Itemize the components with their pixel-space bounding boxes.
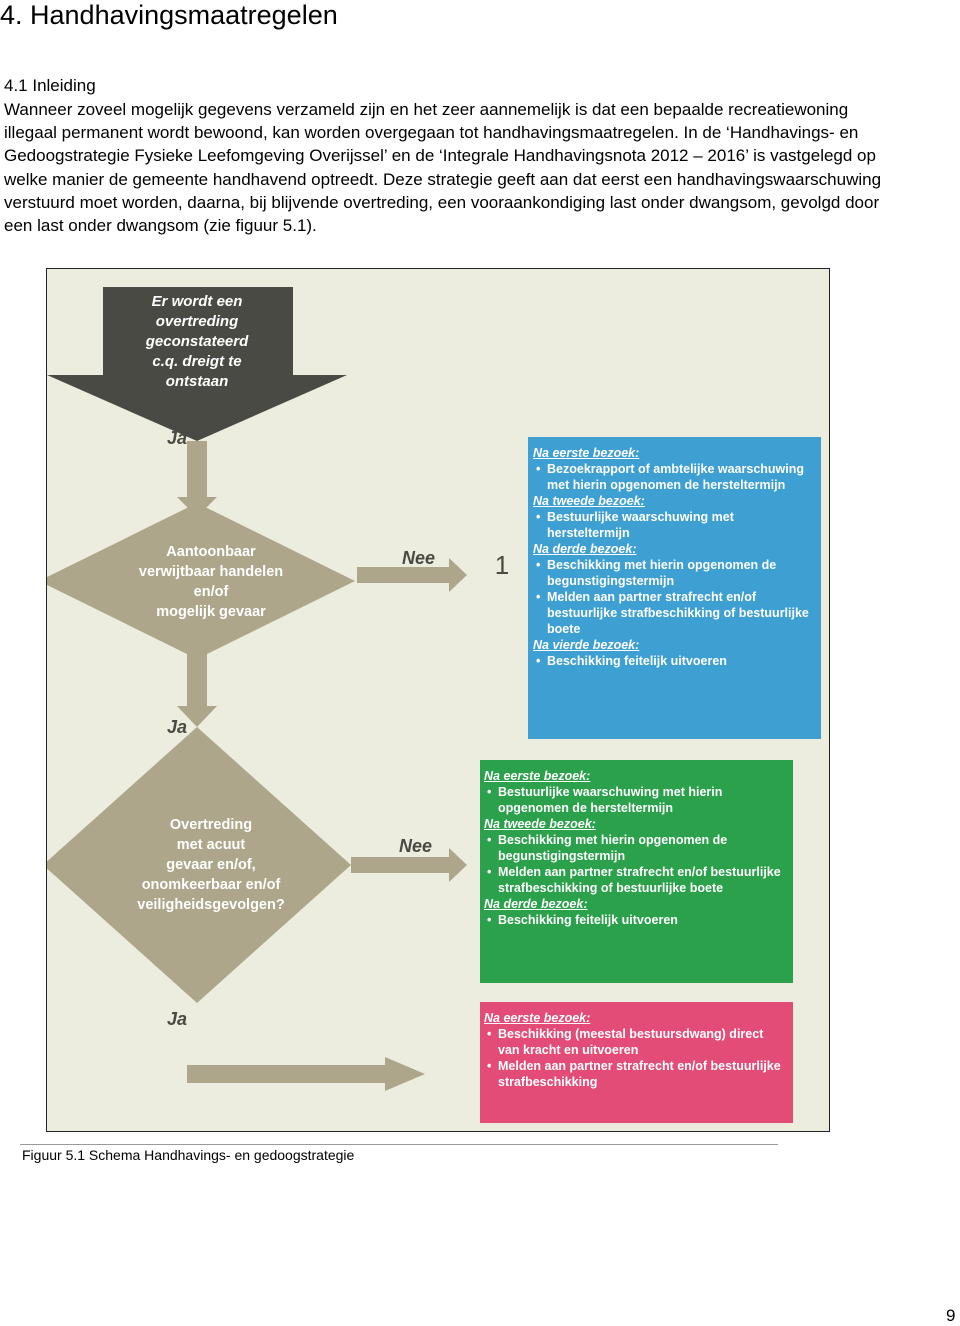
caption-divider xyxy=(20,1144,778,1145)
action-list: Beschikking (meestal bestuursdwang) dire… xyxy=(484,1026,785,1090)
visit-heading: Na tweede bezoek: xyxy=(533,494,645,508)
action-item: Beschikking feitelijk uitvoeren xyxy=(536,653,813,669)
start-line: Er wordt een xyxy=(152,293,243,310)
track1-step: Na derde bezoek: Beschikking met hierin … xyxy=(533,541,813,637)
page-heading: 4. Handhavingsmaatregelen xyxy=(0,0,338,30)
question2-line: veiligheidsgevolgen? xyxy=(137,897,285,913)
action-list: Bestuurlijke waarschuwing met herstelter… xyxy=(533,509,813,541)
action-item: Beschikking met hierin opgenomen de begu… xyxy=(487,832,785,864)
track3-box: Na eerste bezoek: Beschikking (meestal b… xyxy=(480,1002,793,1123)
visit-heading: Na derde bezoek: xyxy=(484,897,588,911)
figure-caption: Figuur 5.1 Schema Handhavings- en gedoog… xyxy=(22,1147,355,1163)
action-list: Bestuurlijke waarschuwing met hierin opg… xyxy=(484,784,785,816)
track3-step: Na eerste bezoek: Beschikking (meestal b… xyxy=(484,1010,785,1090)
action-item: Melden aan partner strafrecht en/of best… xyxy=(536,589,813,637)
question1-line: verwijtbaar handelen xyxy=(139,564,283,580)
nee-label: Nee xyxy=(402,548,435,568)
flowchart-figure: Er wordt een overtreding geconstateerd c… xyxy=(46,268,830,1132)
visit-heading: Na eerste bezoek: xyxy=(484,1011,591,1025)
start-text: Er wordt een overtreding geconstateerd c… xyxy=(145,293,249,390)
question2-text: Overtreding met acuut gevaar en/of, onom… xyxy=(137,817,285,913)
start-line: c.q. dreigt te xyxy=(152,353,241,370)
track1-box: Na eerste bezoek: Bezoekrapport of ambte… xyxy=(528,437,821,739)
question1-text: Aantoonbaar verwijtbaar handelen en/of m… xyxy=(139,544,283,620)
action-list: Beschikking feitelijk uitvoeren xyxy=(484,912,785,928)
action-item: Melden aan partner strafrecht en/of best… xyxy=(487,864,785,896)
track2-step: Na derde bezoek: Beschikking feitelijk u… xyxy=(484,896,785,928)
track2-step: Na tweede bezoek: Beschikking met hierin… xyxy=(484,816,785,896)
action-list: Bezoekrapport of ambtelijke waarschuwing… xyxy=(533,461,813,493)
action-item: Beschikking (meestal bestuursdwang) dire… xyxy=(487,1026,785,1058)
track-number-1: 1 xyxy=(495,550,509,580)
nee-label: Nee xyxy=(399,836,432,856)
visit-heading: Na tweede bezoek: xyxy=(484,817,596,831)
action-item: Bestuurlijke waarschuwing met hierin opg… xyxy=(487,784,785,816)
question2-line: met acuut xyxy=(177,837,246,853)
question2-line: gevaar en/of, xyxy=(166,857,255,873)
action-list: Beschikking met hierin opgenomen de begu… xyxy=(533,557,813,637)
question1-line: en/of xyxy=(194,584,229,600)
question2-diamond xyxy=(47,727,351,1003)
visit-heading: Na derde bezoek: xyxy=(533,542,637,556)
flowchart-diagram: Er wordt een overtreding geconstateerd c… xyxy=(47,287,509,1091)
action-item: Bestuurlijke waarschuwing met herstelter… xyxy=(536,509,813,541)
action-item: Melden aan partner strafrecht en/of best… xyxy=(487,1058,785,1090)
track2-box: Na eerste bezoek: Bestuurlijke waarschuw… xyxy=(480,760,793,983)
action-list: Beschikking met hierin opgenomen de begu… xyxy=(484,832,785,896)
intro-paragraph: Wanneer zoveel mogelijk gegevens verzame… xyxy=(4,100,882,236)
question2-line: Overtreding xyxy=(170,817,252,833)
ja-label: Ja xyxy=(167,717,187,737)
action-item: Bezoekrapport of ambtelijke waarschuwing… xyxy=(536,461,813,493)
start-arrow-shape xyxy=(47,287,347,441)
ja-label: Ja xyxy=(167,428,187,448)
track2-step: Na eerste bezoek: Bestuurlijke waarschuw… xyxy=(484,768,785,816)
action-list: Beschikking feitelijk uitvoeren xyxy=(533,653,813,669)
question1-line: Aantoonbaar xyxy=(166,544,256,560)
action-item: Beschikking met hierin opgenomen de begu… xyxy=(536,557,813,589)
visit-heading: Na eerste bezoek: xyxy=(484,769,591,783)
section-heading: 4.1 Inleiding xyxy=(4,76,96,95)
start-line: geconstateerd xyxy=(145,333,249,350)
ja-label: Ja xyxy=(167,1009,187,1029)
track1-step: Na eerste bezoek: Bezoekrapport of ambte… xyxy=(533,445,813,493)
flow-connectors xyxy=(177,441,467,1091)
start-line: ontstaan xyxy=(166,373,229,390)
start-line: overtreding xyxy=(156,313,239,330)
visit-heading: Na eerste bezoek: xyxy=(533,446,640,460)
page-number: 9 xyxy=(946,1306,956,1325)
question1-diamond xyxy=(47,503,355,659)
question2-line: onomkeerbaar en/of xyxy=(142,877,281,893)
question1-line: mogelijk gevaar xyxy=(156,604,266,620)
action-item: Beschikking feitelijk uitvoeren xyxy=(487,912,785,928)
track1-step: Na tweede bezoek: Bestuurlijke waarschuw… xyxy=(533,493,813,541)
visit-heading: Na vierde bezoek: xyxy=(533,638,640,652)
track1-step: Na vierde bezoek: Beschikking feitelijk … xyxy=(533,637,813,669)
